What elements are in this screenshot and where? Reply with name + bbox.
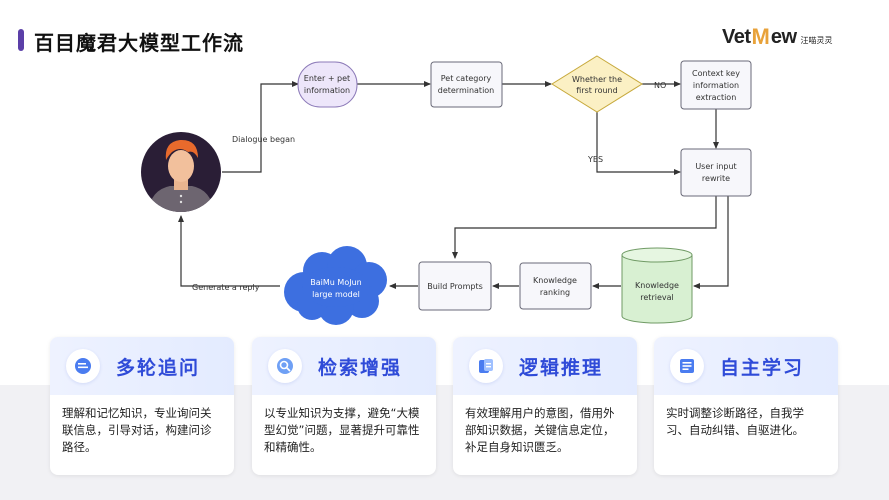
node-ranking-line2: ranking (540, 288, 570, 297)
card-title: 检索增强 (318, 356, 403, 379)
edge-rewrite-to-retrieval (693, 196, 729, 289)
node-retrieval-line2: retrieval (640, 293, 673, 302)
node-retrieval-line1: Knowledge (635, 281, 679, 290)
card-header: 检索增强 (252, 337, 436, 395)
node-context-line1: Context key (692, 69, 740, 78)
feature-card-self-learning: 自主学习 实时调整诊断路径，自我学习、自动纠错、自驱进化。 (654, 337, 838, 475)
feature-card-multi-round: 多轮追问 理解和记忆知识，专业询问关联信息，引导对话，构建问诊路径。 (50, 337, 234, 475)
node-category-line2: determination (438, 86, 495, 95)
label-yes: YES (587, 155, 603, 164)
logo-text-left: Vet (722, 25, 751, 48)
vetmew-logo: Vet M ew 汪喵灵灵 (722, 24, 833, 50)
node-enter-line2: information (304, 86, 350, 95)
label-generate-reply: Generate a reply (192, 283, 260, 292)
card-description: 理解和记忆知识，专业询问关联信息，引导对话，构建问诊路径。 (62, 406, 212, 454)
card-description: 有效理解用户的意图，借用外部知识数据，关键信息定位，补足自身知识匮乏。 (465, 406, 615, 454)
label-dialogue-began: Dialogue began (232, 135, 295, 144)
page-title: 百目魔君大模型工作流 (34, 31, 244, 55)
node-user-input-rewrite: User input rewrite (680, 148, 752, 197)
node-context-key: Context key information extraction (680, 60, 752, 110)
card-header: 逻辑推理 (453, 337, 637, 395)
node-large-model-cloud: BaiMu MoJun large model (284, 246, 387, 325)
feature-card-retrieval-augment: 检索增强 以专业知识为支撑，避免“大模型幻觉”问题，显著提升可靠性和精确性。 (252, 337, 436, 475)
card-description: 以专业知识为支撑，避免“大模型幻觉”问题，显著提升可靠性和精确性。 (264, 406, 420, 454)
card-description: 实时调整诊断路径，自我学习、自动纠错、自驱进化。 (666, 406, 804, 437)
workflow-diagram: Dialogue began NO YES Generate a reply E… (141, 55, 752, 325)
node-rewrite-line1: User input (695, 162, 736, 171)
node-build-label: Build Prompts (427, 282, 483, 291)
title-accent-bar (18, 29, 24, 51)
node-first-round-decision: Whether the first round (551, 55, 643, 113)
node-decision-line1: Whether the (572, 75, 622, 84)
logo-subtitle: 汪喵灵灵 (800, 35, 833, 45)
feature-card-logical-reasoning: 逻辑推理 有效理解用户的意图，借用外部知识数据，关键信息定位，补足自身知识匮乏。 (453, 337, 637, 475)
node-context-line2: information (693, 81, 739, 90)
node-rewrite-line2: rewrite (702, 174, 730, 183)
node-build-prompts: Build Prompts (418, 261, 492, 311)
edge-model-to-user (178, 215, 280, 287)
edge-decision-to-rewrite (596, 112, 681, 175)
logo-m-mark: M (751, 24, 770, 49)
logo-text-right: ew (770, 25, 797, 48)
edges (178, 81, 729, 289)
card-header: 自主学习 (654, 337, 838, 395)
card-title: 自主学习 (720, 356, 805, 379)
user-avatar (141, 132, 221, 212)
node-model-line1: BaiMu MoJun (310, 278, 361, 287)
node-ranking-line1: Knowledge (533, 276, 577, 285)
book-list-icon (670, 349, 704, 383)
node-enter-pet-info: Enter + pet information (297, 61, 358, 108)
card-title: 多轮追问 (116, 356, 201, 379)
node-decision-line2: first round (576, 86, 617, 95)
search-doc-icon (268, 349, 302, 383)
edge-rewrite-to-build (452, 196, 717, 259)
node-enter-line1: Enter + pet (304, 74, 350, 83)
reasoning-icon (469, 349, 503, 383)
label-no: NO (654, 81, 666, 90)
card-title: 逻辑推理 (519, 356, 604, 379)
node-knowledge-retrieval: Knowledge retrieval (621, 247, 693, 324)
node-context-line3: extraction (696, 93, 737, 102)
card-header: 多轮追问 (50, 337, 234, 395)
chat-bubble-icon (66, 349, 100, 383)
edge-user-to-enter (222, 81, 299, 173)
node-pet-category: Pet category determination (430, 61, 503, 108)
node-model-line2: large model (312, 290, 360, 299)
node-category-line1: Pet category (441, 74, 492, 83)
node-knowledge-ranking: Knowledge ranking (519, 262, 592, 310)
